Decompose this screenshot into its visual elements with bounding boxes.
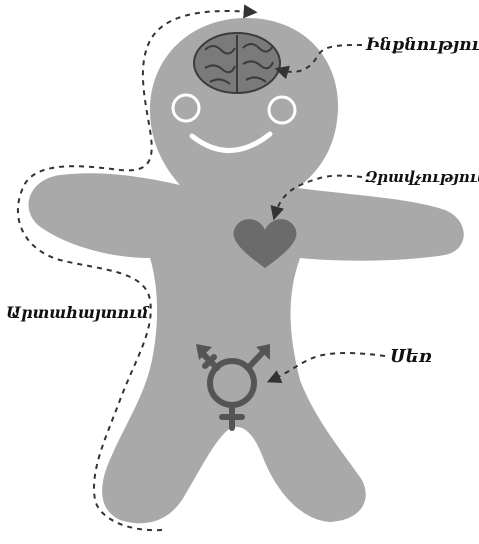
expression-label: Արտահայտում [6, 303, 150, 322]
brain-icon [194, 33, 280, 93]
identity-label: Ինքնություն [365, 35, 479, 55]
attraction-label: Զրավչություն [365, 168, 479, 186]
sex-label: Սեռ [390, 346, 432, 367]
gingerbread-body [29, 18, 464, 523]
